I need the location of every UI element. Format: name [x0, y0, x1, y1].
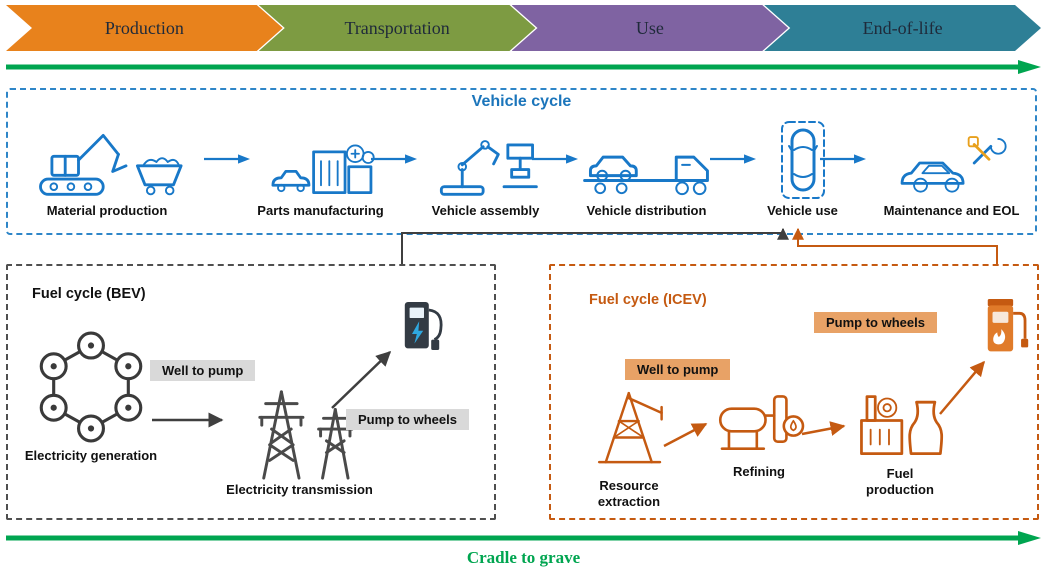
excavator-and-ore-cart-icon [31, 116, 183, 200]
flow-arrow-icon [710, 152, 756, 170]
well-to-pump-chip: Well to pump [150, 360, 256, 381]
phase-label: Production [104, 17, 184, 38]
icev-stage-label: Resource extraction [597, 478, 661, 510]
vehicle-cycle-title: Vehicle cycle [471, 93, 572, 110]
lifecycle-phase-bar: Production Transportation Use End-of-lif… [6, 5, 1041, 51]
bev-stage-label: Electricity generation [24, 448, 158, 463]
transmission-towers-icon [236, 384, 364, 487]
stage-label: Parts manufacturing [257, 203, 384, 218]
car-repair-icon [894, 116, 1010, 200]
flow-arrow-icon [532, 152, 578, 170]
vehicle-cycle-box: Vehicle cycle Material production [6, 88, 1037, 235]
icev-stage-label: Refining [733, 464, 785, 479]
phase-chevron-use: Use [512, 5, 789, 51]
stage-material-production: Material production [22, 116, 192, 218]
fuel-pump-icon [983, 294, 1029, 363]
timeline-arrow-top [6, 60, 1041, 74]
fuel-cycle-bev-title: Fuel cycle (BEV) [32, 286, 146, 302]
phase-chevron-production: Production [6, 5, 283, 51]
stage-label: Vehicle assembly [431, 203, 540, 218]
stage-label: Material production [46, 203, 168, 218]
phase-chevron-transportation: Transportation [259, 5, 536, 51]
robot-arm-icon [433, 116, 539, 200]
stage-vehicle-assembly: Vehicle assembly [423, 116, 548, 218]
stage-label: Maintenance and EOL [883, 203, 1020, 218]
stage-vehicle-distribution: Vehicle distribution [574, 116, 719, 218]
green-arrow-icon [6, 531, 1041, 545]
timeline-arrow-bottom [6, 531, 1041, 545]
stage-label: Vehicle distribution [586, 203, 707, 218]
fuel-cycle-icev-title: Fuel cycle (ICEV) [589, 292, 707, 308]
phase-label: Transportation [344, 17, 450, 38]
fuel-plant-icon [851, 382, 949, 465]
fuel-cycle-icev-box: Fuel cycle (ICEV) Well to pump Pump to w… [549, 264, 1039, 520]
well-to-pump-chip: Well to pump [625, 359, 731, 380]
stage-parts-manufacturing: Parts manufacturing [257, 116, 384, 218]
stage-label: Vehicle use [767, 203, 838, 218]
green-arrow-icon [6, 60, 1041, 74]
phase-chevron-end-of-life: End-of-life [764, 5, 1041, 51]
flow-arrow-icon [204, 152, 250, 170]
stage-maintenance-eol: Maintenance and EOL [874, 116, 1029, 218]
fuel-cycle-bev-box: Fuel cycle (BEV) Electricity generation … [6, 264, 496, 520]
factory-icon [262, 116, 380, 200]
bev-stage-label: Electricity transmission [226, 482, 373, 497]
car-carrier-truck-icon [578, 116, 716, 200]
phase-label: End-of-life [862, 17, 943, 38]
ev-charging-station-icon [398, 294, 450, 363]
phase-label: Use [635, 17, 664, 38]
pump-to-wheels-chip: Pump to wheels [814, 312, 937, 333]
flow-arrow-icon [371, 152, 417, 170]
pump-to-wheels-chip: Pump to wheels [346, 409, 469, 430]
energy-mix-ring-icon [34, 330, 148, 449]
refinery-icon [709, 386, 809, 465]
cradle-to-grave-label: Cradle to grave [466, 548, 581, 567]
flow-arrow-icon [820, 152, 866, 170]
oil-derrick-icon [591, 380, 669, 477]
icev-stage-label: Fuel production [866, 466, 934, 498]
